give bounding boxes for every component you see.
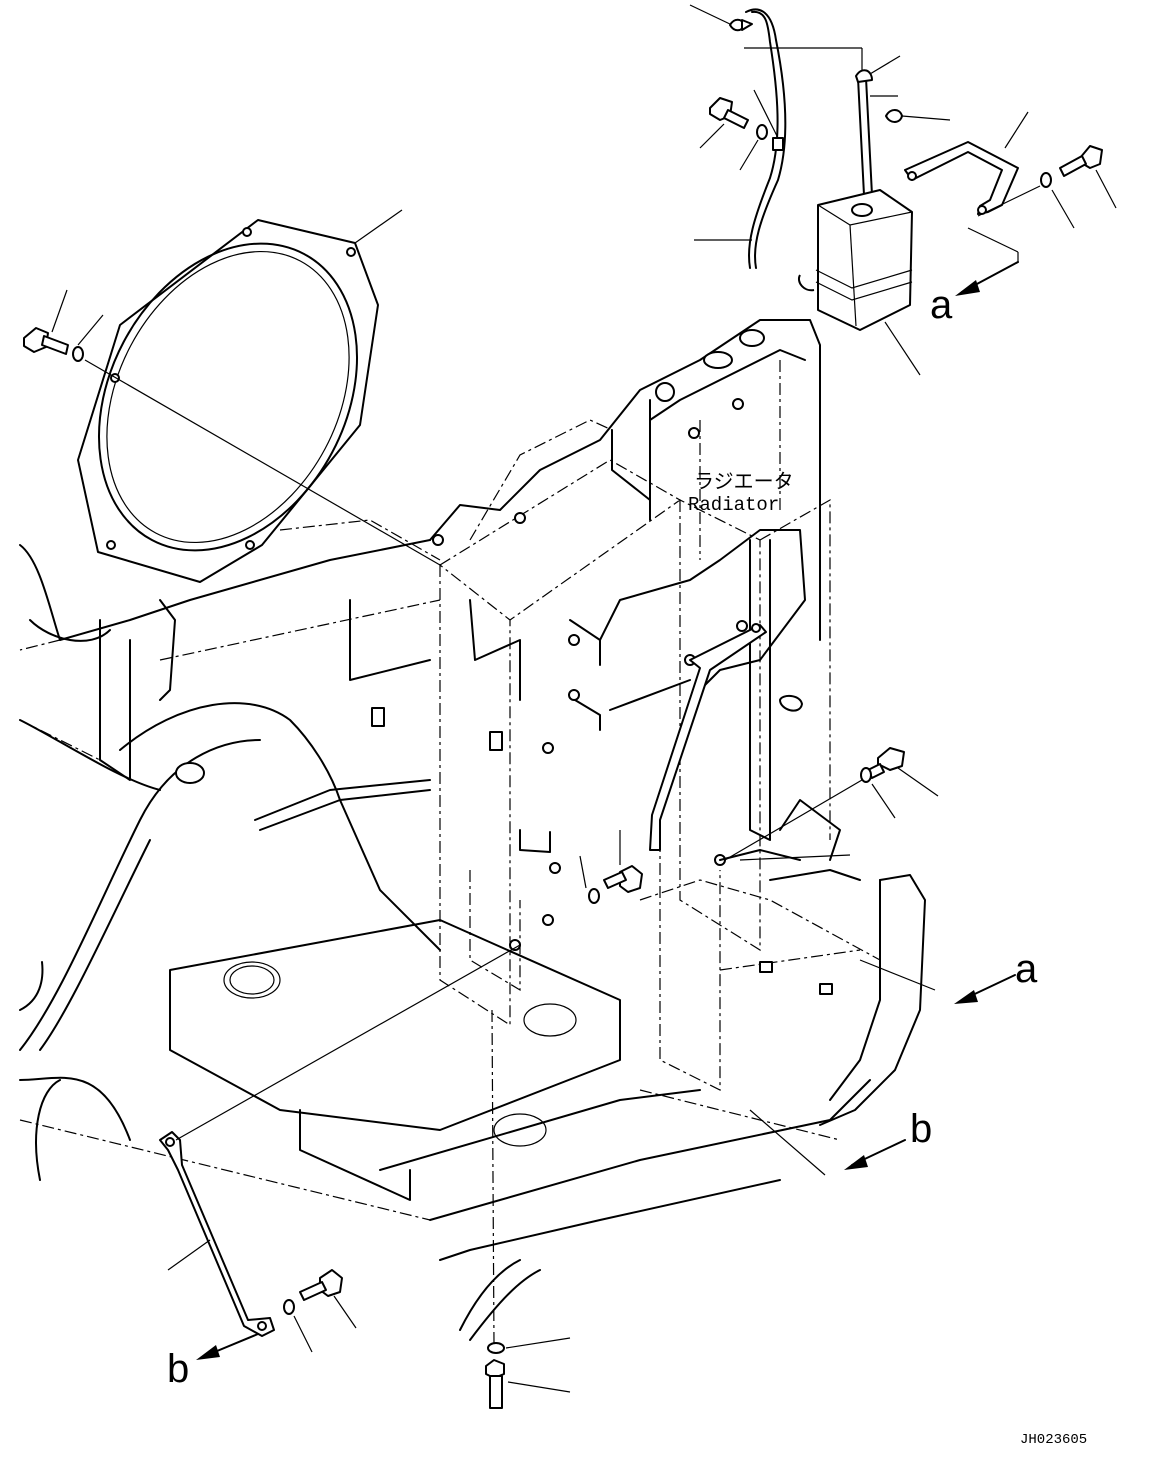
bottom-mount-bolt [485,1009,571,1409]
center-mount-bolt [579,830,643,904]
tank-filler-tube [855,55,951,196]
tank-bracket [904,111,1029,262]
radiator-label-jp: ラジエータ [694,470,794,493]
view-a-label-right: a [1015,947,1038,991]
radiator-label-en: Radiator [688,494,779,516]
fan-shroud-ring [77,209,403,583]
radiator-assembly [371,319,841,1091]
view-a-arrow-top [955,261,1019,296]
view-b-arrow-left [196,1333,259,1360]
view-b-arrow-right [749,1109,906,1176]
drawing-number: JH023605 [1020,1432,1087,1448]
radiator-stay [649,623,767,851]
view-b-label-right: b [910,1107,932,1151]
view-b-label-left: b [167,1347,189,1391]
overflow-hose [689,4,863,269]
shroud-bolt [23,289,441,566]
bracket-bolt [977,145,1117,229]
counterweight [639,869,926,1126]
stay-bolt-right [724,747,939,861]
floor-frame [19,919,871,1341]
hose-clip-bolt [699,97,768,171]
view-a-label-top: a [930,283,953,327]
lower-stay-bolt [283,1269,357,1353]
chassis-frame [19,519,441,1181]
reservoir-tank [798,189,921,376]
lower-stay-rod [159,944,521,1337]
view-a-arrow-right [859,959,1016,1004]
